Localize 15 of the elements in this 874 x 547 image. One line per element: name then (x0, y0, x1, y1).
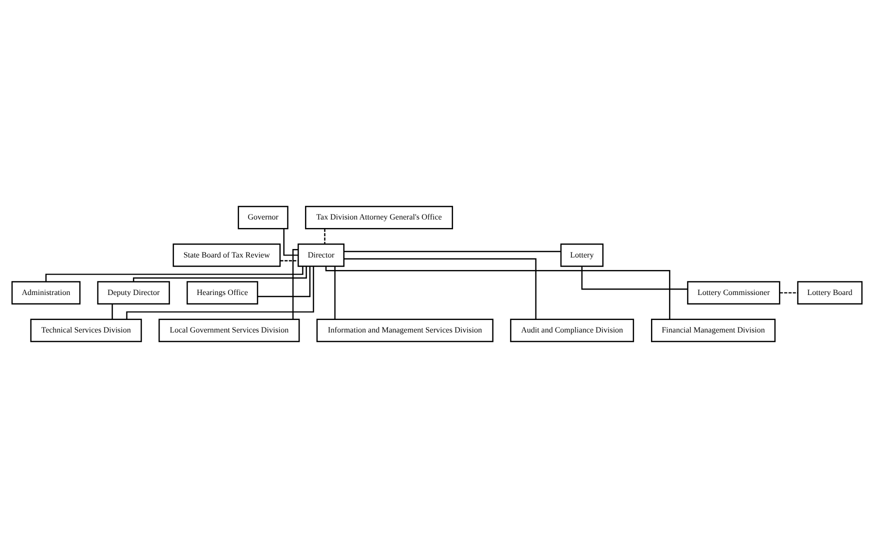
connector (344, 258, 536, 319)
connector (258, 266, 310, 297)
connector (132, 266, 307, 282)
connector (324, 228, 326, 244)
connector (283, 228, 298, 256)
connector (581, 266, 688, 290)
connector (344, 250, 561, 252)
connector (45, 266, 304, 282)
connector (126, 266, 314, 319)
connector (292, 248, 298, 319)
connector (325, 266, 670, 319)
connector (112, 304, 113, 319)
connector (334, 266, 336, 319)
connector (280, 260, 298, 261)
connector (780, 292, 798, 293)
